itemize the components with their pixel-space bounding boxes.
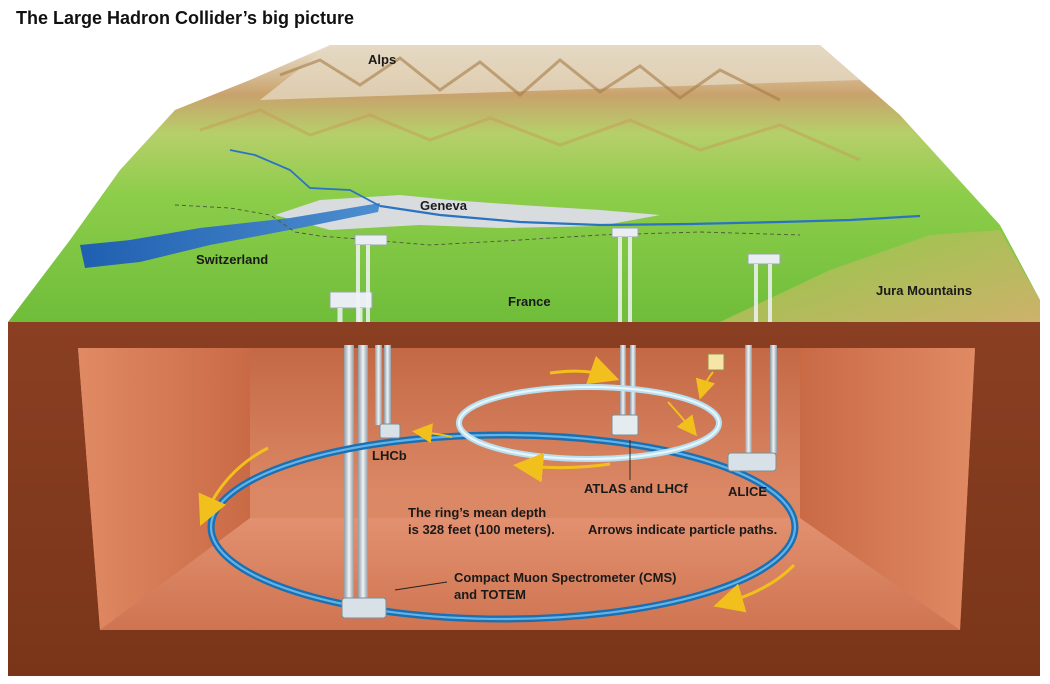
lhcb-surface-building [354,234,388,246]
lake-geneva [80,203,380,268]
label-cms-line-1: Compact Muon Spectrometer (CMS) [454,570,676,585]
earth-block [8,322,1040,676]
cavity-right-wall [800,348,975,630]
label-arrows-note: Arrows indicate particle paths. [588,522,777,537]
cavity-left-wall [78,348,250,630]
cms-leader-line [394,581,448,591]
atlas-surface-building [611,227,639,238]
cms-shaft-2 [358,345,368,607]
lhcb-shaft-2 [384,345,391,425]
terrain-surface [8,45,1040,322]
label-depth-line-1: The ring’s mean depth [408,505,546,520]
labels: Alps Geneva Switzerland France Jura Moun… [196,52,972,602]
arve-river [229,149,381,207]
label-atlas-lhcf: ATLAS and LHCf [584,481,688,496]
alice-surface-building [747,253,781,265]
geneva-city [275,195,660,230]
particle-arrow-lhcf [695,371,716,400]
particle-arrow-atlas [667,401,697,437]
alice-shaft-1 [745,345,752,453]
label-france: France [508,294,551,309]
rhone-river [379,204,921,227]
diagram-title: The Large Hadron Collider’s big picture [16,8,354,28]
particle-arrow-sps-bottom [513,452,611,483]
detectors [341,353,777,619]
particle-path-arrows [198,355,796,613]
atlas-shaft-1 [620,345,626,417]
cms-shaft-1 [344,345,354,607]
particle-arrow-sps-top [549,355,620,385]
lhcf-box [707,353,725,371]
alice-detector [727,452,777,472]
surface-sites [329,227,781,322]
cms-surface-building [329,291,373,309]
lhcb-shaft-1 [375,345,382,425]
particle-arrow-right [713,563,796,613]
lhc-ring-highlight [209,433,797,621]
particle-arrow-left [198,446,269,526]
accelerator-rings [207,384,799,623]
label-geneva: Geneva [420,198,468,213]
alps-snow [260,45,860,100]
access-shafts [344,345,777,607]
label-switzerland: Switzerland [196,252,268,267]
label-alice: ALICE [728,484,767,499]
label-lhcb: LHCb [372,448,407,463]
cms-detector [341,597,387,619]
particle-arrow-lhcb [412,423,453,444]
leader-lines [394,440,631,591]
lhcb-detector [379,423,401,439]
label-alps: Alps [368,52,396,67]
atlas-detector [611,414,639,436]
label-cms-line-2: and TOTEM [454,587,526,602]
label-jura-mountains: Jura Mountains [876,283,972,298]
alice-shaft-2 [770,345,777,453]
atlas-shaft-2 [630,345,636,417]
label-depth-line-2: is 328 feet (100 meters). [408,522,555,537]
